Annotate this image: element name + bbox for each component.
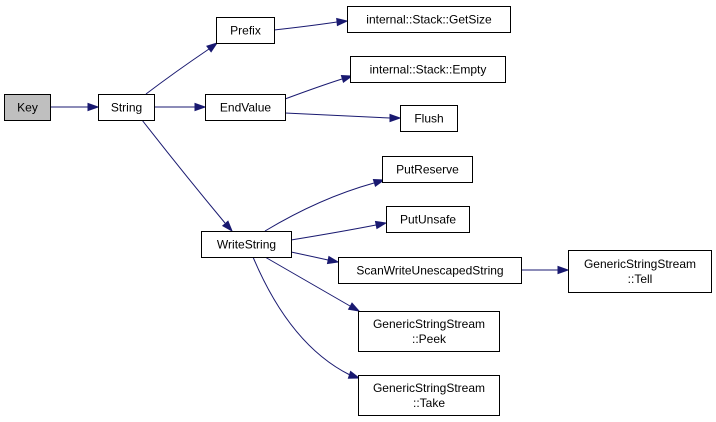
edge-string-to-endvalue (154, 102, 207, 112)
arrowhead-icon (336, 17, 349, 27)
node-endvalue[interactable]: EndValue (205, 94, 286, 121)
node-label: PutReserve (396, 163, 459, 177)
node-label: Key (17, 101, 38, 115)
edge-line (264, 256, 351, 307)
node-box[interactable] (358, 375, 500, 416)
node-peek[interactable]: GenericStringStream::Peek (358, 311, 500, 352)
edge-line (290, 251, 329, 261)
node-box[interactable] (400, 105, 458, 132)
edge-line (290, 224, 377, 241)
arrowhead-icon (557, 265, 570, 275)
edge-line (252, 256, 351, 376)
node-label: internal::Stack::GetSize (366, 13, 492, 27)
node-writestring[interactable]: WriteString (201, 231, 292, 258)
node-string[interactable]: String (98, 94, 155, 121)
arrowhead-icon (194, 102, 207, 112)
arrowhead-icon (347, 302, 361, 312)
edge-line (284, 112, 391, 119)
arrowhead-icon (374, 220, 388, 230)
node-box[interactable] (568, 250, 712, 293)
node-label: ScanWriteUnescapedString (356, 264, 503, 278)
node-label: String (111, 101, 142, 115)
edges-layer (50, 17, 570, 379)
arrowhead-icon (389, 113, 402, 123)
node-putreserve[interactable]: PutReserve (382, 156, 473, 183)
node-box[interactable] (382, 156, 473, 183)
node-label: EndValue (220, 101, 271, 115)
node-box[interactable] (358, 311, 500, 352)
node-box[interactable] (216, 17, 275, 44)
arrowhead-icon (347, 370, 361, 379)
node-box[interactable] (4, 94, 51, 121)
node-putunsafe[interactable]: PutUnsafe (386, 206, 470, 233)
edge-writestring-to-take (252, 256, 361, 379)
edge-line (273, 21, 338, 31)
node-empty[interactable]: internal::Stack::Empty (350, 56, 506, 83)
node-box[interactable] (205, 94, 286, 121)
node-box[interactable] (347, 6, 511, 33)
arrowhead-icon (87, 102, 100, 112)
node-label: internal::Stack::Empty (370, 63, 487, 77)
node-scanwrite[interactable]: ScanWriteUnescapedString (338, 257, 522, 284)
node-label: Flush (414, 112, 443, 126)
edge-key-to-string (50, 102, 100, 112)
arrowhead-icon (340, 74, 354, 84)
node-label: ::Take (413, 396, 445, 410)
node-box[interactable] (386, 206, 470, 233)
edge-scanwrite-to-tell (521, 265, 570, 275)
edge-endvalue-to-empty (284, 74, 354, 100)
node-box[interactable] (98, 94, 155, 121)
edge-line (145, 48, 210, 95)
node-box[interactable] (338, 257, 522, 284)
edge-line (264, 182, 375, 232)
edge-string-to-prefix (145, 42, 219, 95)
node-prefix[interactable]: Prefix (216, 17, 275, 44)
nodes-layer: Key String Prefix internal::Stack::GetSizeE… (4, 6, 712, 416)
edge-string-to-writestring (141, 119, 234, 233)
edge-line (141, 119, 226, 224)
node-label: GenericStringStream (373, 381, 485, 395)
arrowhead-icon (206, 42, 219, 53)
edge-writestring-to-putreserve (264, 178, 386, 232)
edge-writestring-to-putunsafe (290, 220, 388, 241)
node-take[interactable]: GenericStringStream::Take (358, 375, 500, 416)
node-key[interactable]: Key (4, 94, 51, 121)
edge-endvalue-to-flush (284, 112, 402, 123)
edge-line (284, 78, 343, 100)
node-label: Prefix (230, 24, 261, 38)
node-label: ::Peek (412, 332, 447, 346)
node-flush[interactable]: Flush (400, 105, 458, 132)
arrowhead-icon (372, 178, 386, 188)
node-tell[interactable]: GenericStringStream::Tell (568, 250, 712, 293)
node-box[interactable] (350, 56, 506, 83)
node-label: GenericStringStream (584, 257, 696, 271)
edge-prefix-to-getsize (273, 17, 349, 31)
edge-writestring-to-scanwrite (290, 251, 340, 265)
arrowhead-icon (326, 255, 340, 265)
node-label: ::Tell (628, 272, 653, 286)
node-box[interactable] (201, 231, 292, 258)
node-label: PutUnsafe (400, 213, 456, 227)
edge-writestring-to-peek (264, 256, 361, 312)
node-label: GenericStringStream (373, 317, 485, 331)
node-label: WriteString (217, 238, 276, 252)
node-getsize[interactable]: internal::Stack::GetSize (347, 6, 511, 33)
arrowhead-icon (221, 220, 234, 233)
